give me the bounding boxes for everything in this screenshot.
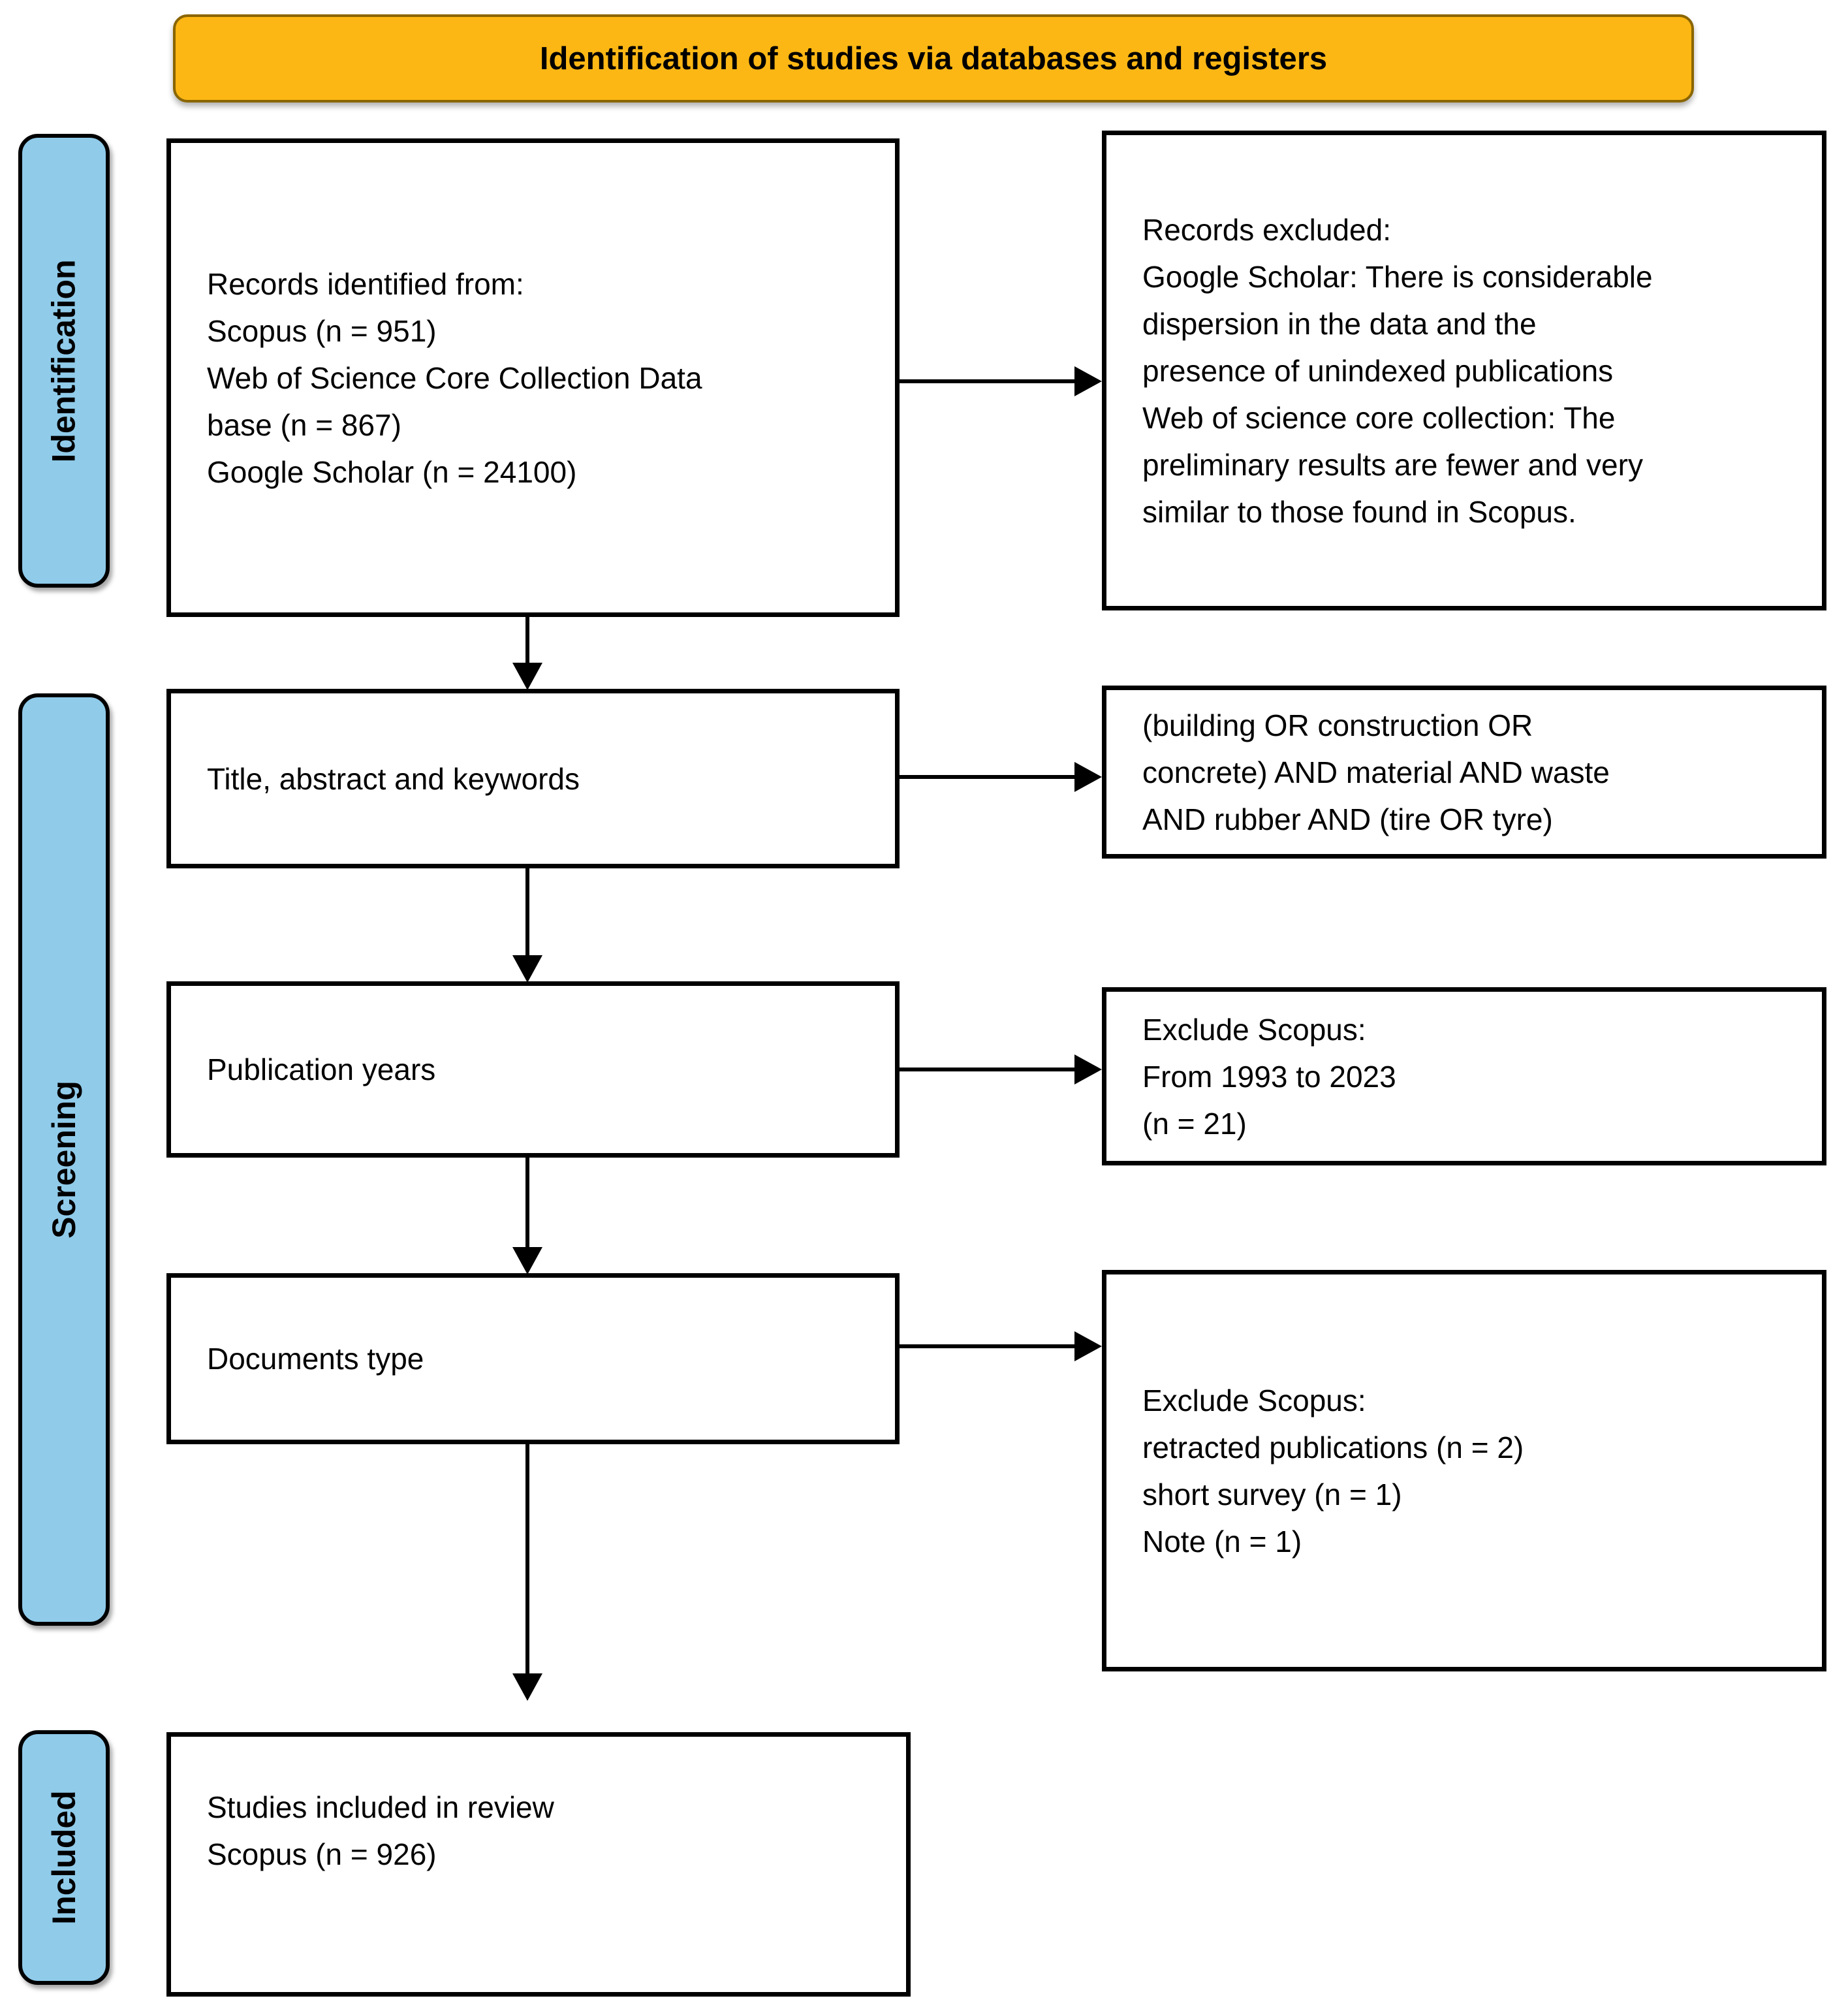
box-line: (n = 21) [1142, 1106, 1247, 1141]
box-line: (building OR construction OR [1142, 708, 1533, 742]
arrow-years-to-exclude-line [900, 1068, 1074, 1071]
stage-label-identification: Identification [46, 259, 83, 463]
box-line: Scopus (n = 951) [207, 313, 437, 348]
box-line: concrete) AND material AND waste [1142, 755, 1610, 789]
arrow-title-to-query-line [900, 775, 1074, 779]
arrow-down-icon [512, 1673, 542, 1701]
arrow-right-icon [1074, 366, 1102, 396]
box-records-identified: Records identified from: Scopus (n = 951… [166, 138, 900, 617]
stage-tab-screening: Screening [18, 693, 110, 1626]
box-title-abstract-keywords: Title, abstract and keywords [166, 689, 900, 868]
banner-title: Identification of studies via databases … [173, 14, 1694, 103]
box-line: base (n = 867) [207, 407, 401, 442]
box-line: dispersion in the data and the [1142, 306, 1537, 341]
box-exclude-publication-years: Exclude Scopus: From 1993 to 2023 (n = 2… [1102, 987, 1826, 1165]
box-line: preliminary results are fewer and very [1142, 447, 1643, 482]
box-line: AND rubber AND (tire OR tyre) [1142, 802, 1553, 836]
box-documents-type: Documents type [166, 1273, 900, 1444]
box-line: Documents type [207, 1342, 424, 1376]
arrow-down-icon [512, 955, 542, 983]
box-line: Title, abstract and keywords [207, 761, 580, 796]
box-line: From 1993 to 2023 [1142, 1059, 1396, 1094]
arrow-title-to-years-line [525, 868, 529, 955]
stage-label-included: Included [46, 1790, 83, 1925]
stage-label-screening: Screening [46, 1081, 82, 1239]
banner-title-text: Identification of studies via databases … [539, 40, 1328, 76]
arrow-records-to-excluded-line [900, 379, 1074, 383]
box-line: Records excluded: [1142, 212, 1391, 247]
box-line: similar to those found in Scopus. [1142, 494, 1576, 529]
box-records-excluded: Records excluded: Google Scholar: There … [1102, 131, 1826, 610]
arrow-years-to-doctype-line [525, 1158, 529, 1247]
arrow-down-icon [512, 1247, 542, 1274]
arrow-right-icon [1074, 1331, 1102, 1361]
box-exclude-documents-type: Exclude Scopus: retracted publications (… [1102, 1270, 1826, 1671]
box-studies-included: Studies included in review Scopus (n = 9… [166, 1732, 911, 1997]
box-line: short survey (n = 1) [1142, 1477, 1402, 1511]
stage-tab-included: Included [18, 1730, 110, 1985]
box-line: Note (n = 1) [1142, 1524, 1302, 1558]
box-line: Studies included in review [207, 1790, 554, 1824]
box-line: Web of Science Core Collection Data [207, 360, 702, 395]
box-line: presence of unindexed publications [1142, 353, 1614, 388]
box-line: Google Scholar: There is considerable [1142, 259, 1653, 294]
arrow-right-icon [1074, 762, 1102, 792]
box-line: Records identified from: [207, 266, 524, 301]
box-search-query: (building OR construction OR concrete) A… [1102, 686, 1826, 859]
box-line: Exclude Scopus: [1142, 1383, 1366, 1417]
box-line: retracted publications (n = 2) [1142, 1430, 1524, 1464]
box-line: Exclude Scopus: [1142, 1012, 1366, 1047]
box-line: Scopus (n = 926) [207, 1837, 437, 1871]
arrow-doctype-to-included-line [525, 1444, 529, 1673]
box-line: Publication years [207, 1052, 436, 1086]
arrow-right-icon [1074, 1054, 1102, 1084]
stage-tab-identification: Identification [18, 134, 110, 588]
box-line: Google Scholar (n = 24100) [207, 454, 577, 489]
arrow-records-to-title-line [525, 617, 529, 663]
box-publication-years: Publication years [166, 981, 900, 1158]
arrow-doctype-to-exclude-line [900, 1344, 1074, 1348]
box-line: Web of science core collection: The [1142, 400, 1616, 435]
arrow-down-icon [512, 663, 542, 690]
